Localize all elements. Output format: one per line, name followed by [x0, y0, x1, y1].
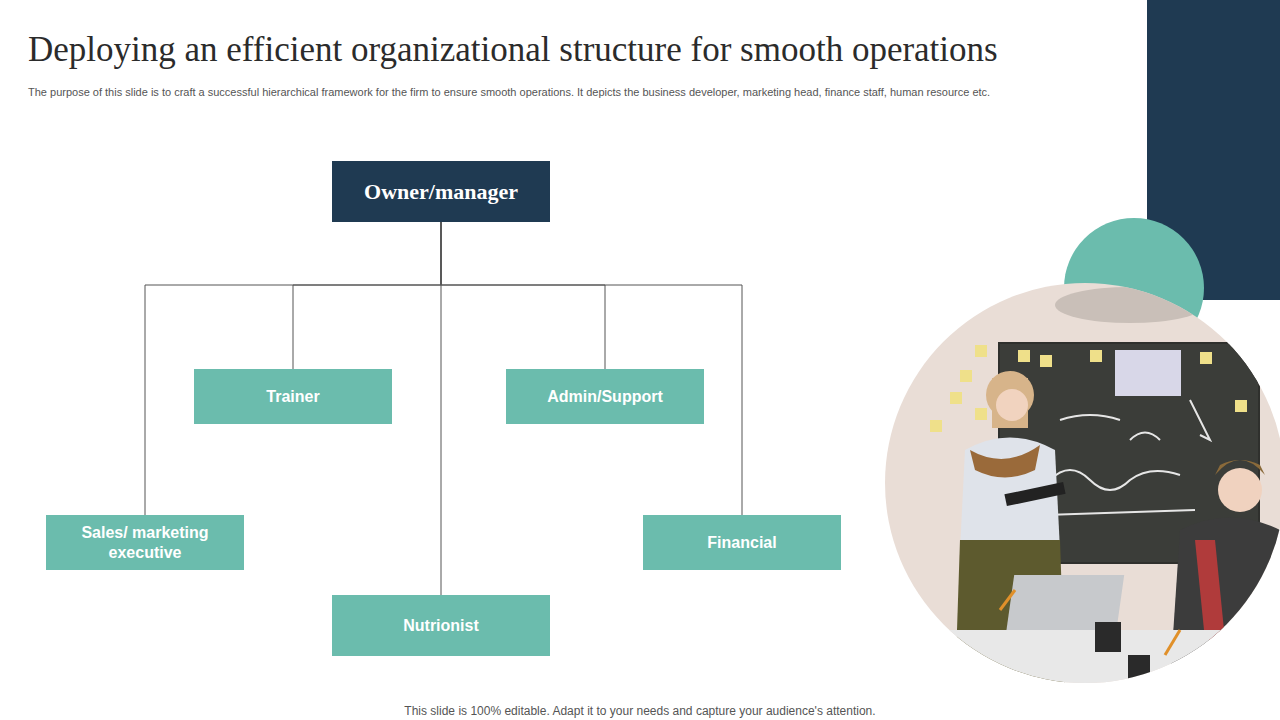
node-label: Admin/Support: [547, 387, 663, 406]
role-box: Sales/ marketing executive: [46, 515, 244, 570]
footer-caption: This slide is 100% editable. Adapt it to…: [0, 704, 1280, 718]
org-connector: [441, 222, 742, 515]
subtitle-note: The purpose of this slide is to craft a …: [28, 86, 1128, 98]
role-box: Financial: [643, 515, 841, 570]
node-label: Nutrionist: [403, 616, 479, 635]
node-label: Owner/manager: [364, 179, 518, 205]
role-box: Nutrionist: [332, 595, 550, 656]
office-photo: [880, 280, 1280, 710]
node-label: Sales/ marketing executive: [63, 523, 228, 561]
org-connector: [145, 222, 441, 515]
role-box: Trainer: [194, 369, 392, 424]
node-label: Financial: [707, 533, 776, 552]
role-box: Admin/Support: [506, 369, 704, 424]
org-connector: [293, 222, 441, 369]
org-connector: [441, 222, 442, 595]
node-label: Trainer: [266, 387, 319, 406]
owner-box: Owner/manager: [332, 161, 550, 222]
org-connector: [441, 222, 605, 369]
slide-title: Deploying an efficient organizational st…: [28, 30, 998, 70]
